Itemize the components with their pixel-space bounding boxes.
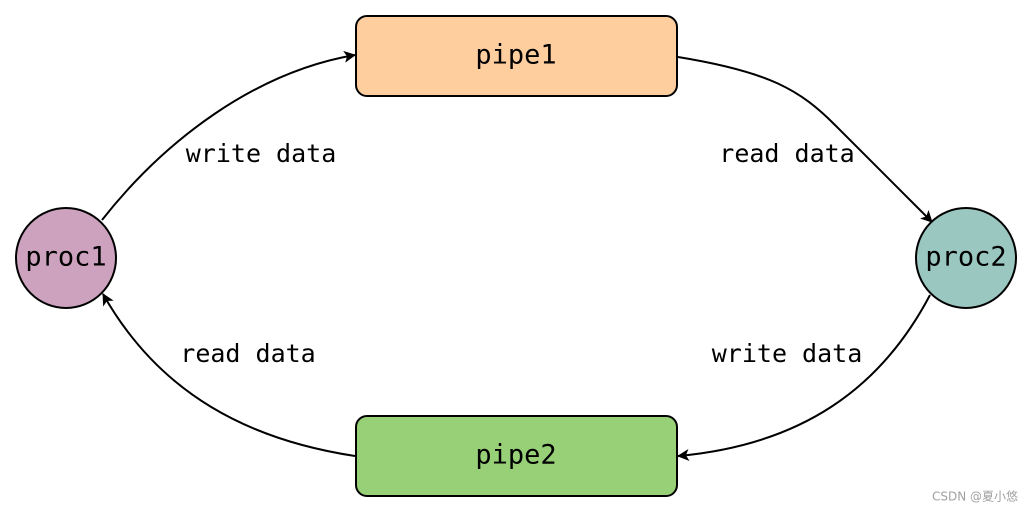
edge-pipe1-to-proc2	[677, 56, 933, 223]
pipe1-label: pipe1	[475, 40, 556, 71]
label-pipe1-to-proc2: read data	[719, 139, 854, 168]
edge-pipe2-to-proc1	[102, 293, 356, 457]
label-proc2-to-pipe2: write data	[712, 339, 863, 368]
edge-proc1-to-pipe1	[101, 50, 356, 221]
watermark: CSDN @夏小悠	[932, 489, 1018, 504]
proc1-circle	[15, 207, 117, 309]
proc1-label: proc1	[25, 242, 106, 273]
proc2-label: proc2	[925, 242, 1006, 273]
label-pipe2-to-proc1: read data	[180, 339, 315, 368]
node-pipe2: pipe2	[355, 415, 678, 497]
pipe2-box	[355, 415, 678, 497]
pipe1-box	[355, 15, 678, 97]
pipe2-label: pipe2	[475, 440, 556, 471]
proc2-circle	[915, 207, 1017, 309]
node-proc1: proc1	[15, 207, 117, 309]
label-proc1-to-pipe1: write data	[186, 139, 337, 168]
edge-proc2-to-pipe2	[677, 294, 931, 461]
node-pipe1: pipe1	[355, 15, 678, 97]
node-proc2: proc2	[915, 207, 1017, 309]
